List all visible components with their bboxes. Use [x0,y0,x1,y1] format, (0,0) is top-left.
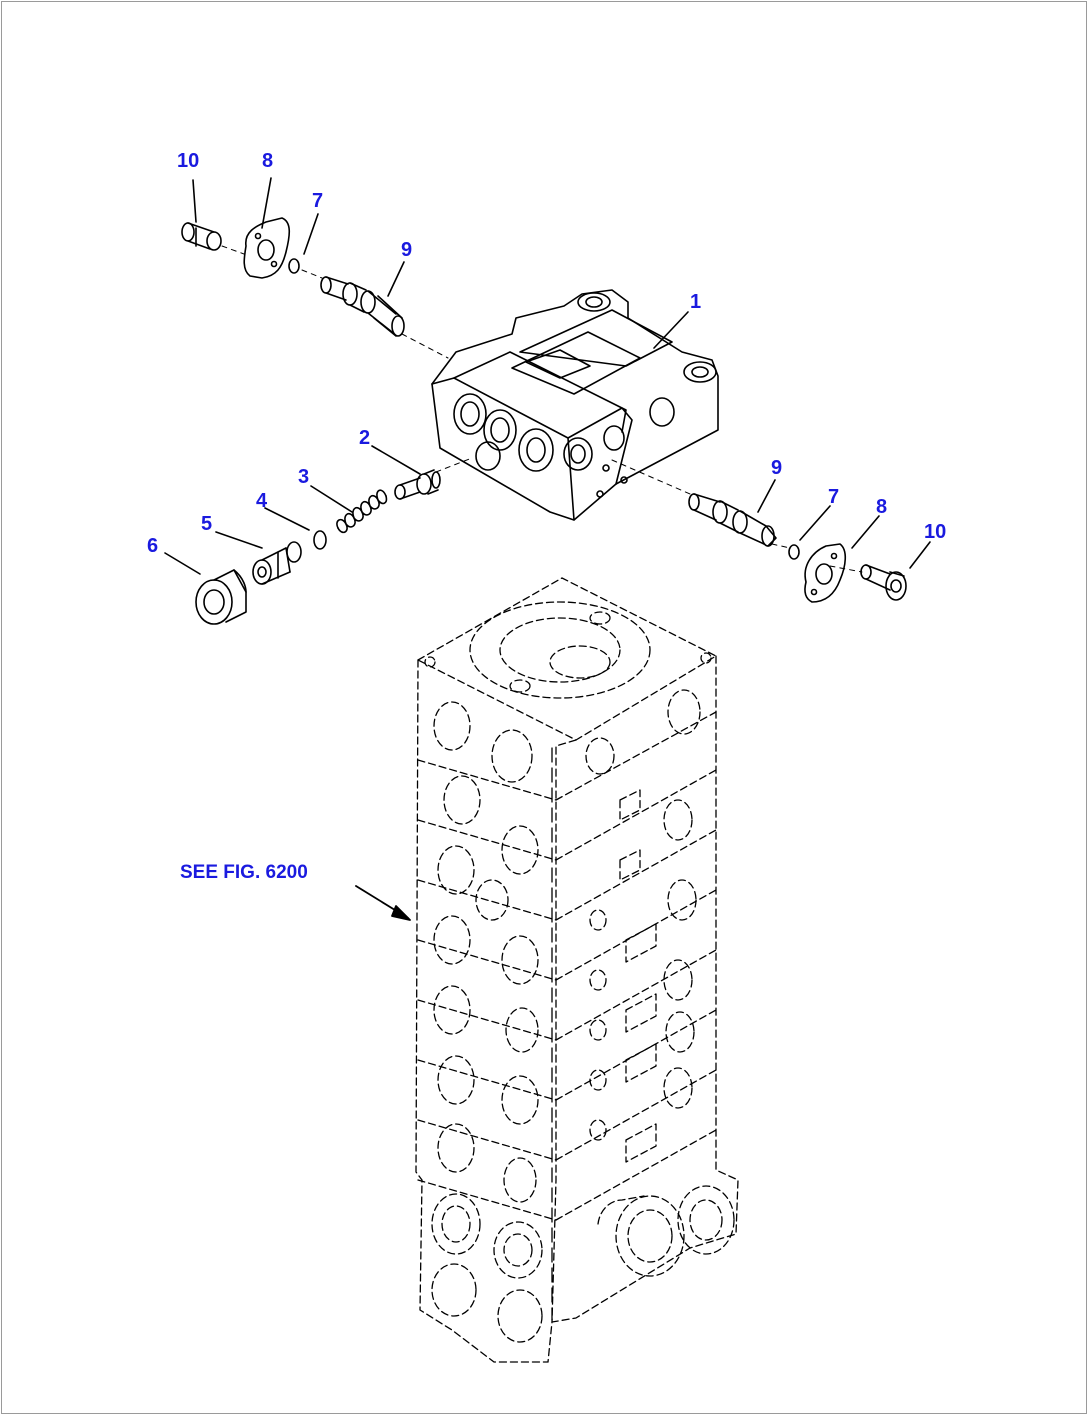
callout-part-8-right[interactable]: 8 [876,496,888,518]
spring [336,489,388,534]
callout-part-2[interactable]: 2 [359,427,371,449]
callout-part-7-right[interactable]: 7 [828,486,840,508]
bolt-right [860,564,907,601]
plug-5 [252,541,302,585]
callout-part-10-right[interactable]: 10 [924,521,947,543]
callout-part-5[interactable]: 5 [201,513,213,535]
control-valve-stack [415,577,739,1363]
callout-part-3[interactable]: 3 [298,466,310,488]
callout-part-9-right[interactable]: 9 [771,457,783,479]
callout-part-7-upper-left[interactable]: 7 [312,190,324,212]
see-figure-reference-link[interactable]: SEE FIG. 6200 [180,862,308,883]
spool-right [688,493,777,547]
callout-part-9-upper-left[interactable]: 9 [401,239,413,261]
cap-6 [195,569,247,625]
flange-right [804,543,847,603]
o-ring-upper-left [288,258,300,274]
spool-upper-left [320,276,405,337]
valve-block [431,289,719,521]
o-ring-4 [313,530,327,550]
reference-arrow [355,885,411,921]
bolt-upper-left [181,222,222,251]
callout-part-4[interactable]: 4 [256,490,268,512]
assembly-axes [221,245,863,573]
leader-lines [164,177,931,575]
callout-part-1[interactable]: 1 [690,291,702,313]
plug [394,469,441,500]
callout-part-8-upper-left[interactable]: 8 [262,150,274,172]
o-ring-right [788,544,800,560]
callout-part-10-upper-left[interactable]: 10 [177,150,200,172]
callout-part-6[interactable]: 6 [147,535,159,557]
flange-upper-left [243,217,291,279]
